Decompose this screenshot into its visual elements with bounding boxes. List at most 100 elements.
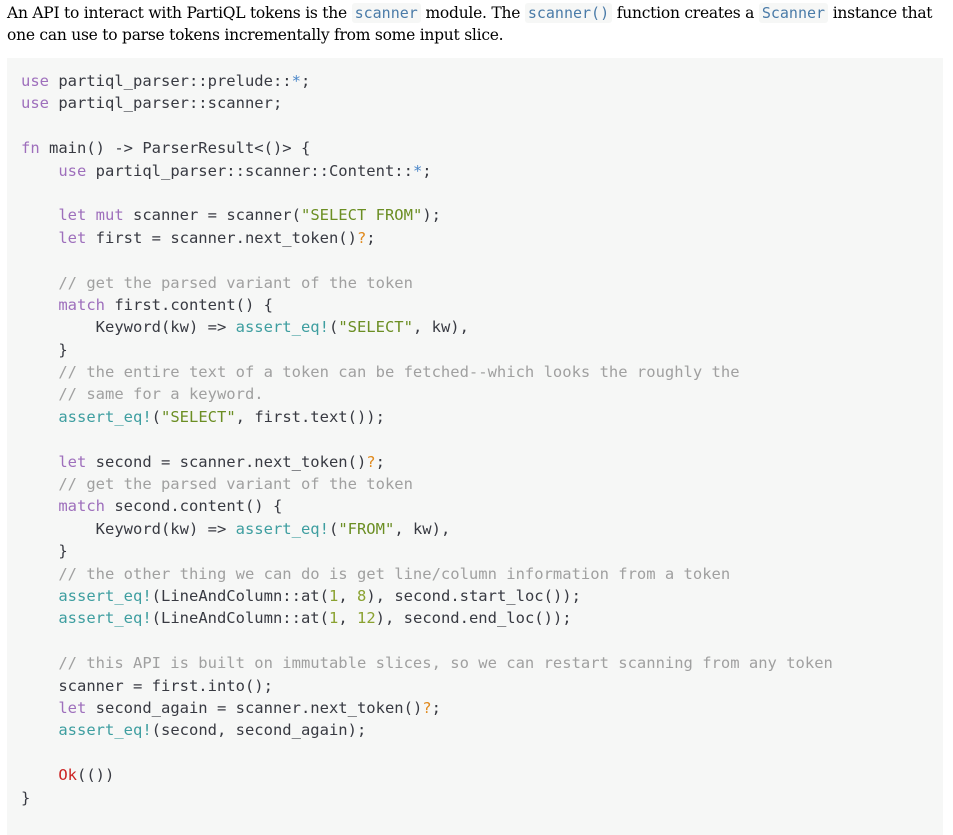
code-token: partiql_parser::scanner; xyxy=(49,94,283,113)
code-token: second = scanner.next_token() xyxy=(86,452,367,471)
code-token: scanner = scanner( xyxy=(123,206,301,225)
code-token: Ok xyxy=(58,766,77,785)
code-token: } xyxy=(21,340,68,359)
code-token: // same for a keyword. xyxy=(58,385,264,404)
code-token: assert_eq! xyxy=(58,609,152,628)
code-token: partiql_parser::scanner::Content:: xyxy=(86,161,413,180)
code-token: ; xyxy=(300,72,311,90)
code-token: } xyxy=(21,542,68,561)
intro-text-1: An API to interact with PartiQL tokens i… xyxy=(7,4,352,22)
code-token xyxy=(21,587,58,605)
code-token: 1 xyxy=(328,586,339,605)
intro-text-2: module. The xyxy=(420,4,525,22)
code-token: * xyxy=(412,161,423,180)
code-token: use xyxy=(58,161,87,180)
code-token: assert_eq! xyxy=(58,586,152,605)
code-token: Keyword(kw) => xyxy=(21,519,236,538)
code-token: (LineAndColumn::at( xyxy=(151,609,329,628)
intro-paragraph: An API to interact with PartiQL tokens i… xyxy=(7,2,947,46)
inline-code-scanner-module: scanner xyxy=(351,3,421,23)
code-line: assert_eq!(LineAndColumn::at(1, 12), sec… xyxy=(21,607,929,629)
code-token: second_again = scanner.next_token() xyxy=(86,698,423,717)
code-line: match second.content() { xyxy=(21,495,929,517)
code-token: 1 xyxy=(328,609,339,628)
code-line xyxy=(21,115,929,137)
code-line: // the other thing we can do is get line… xyxy=(21,563,929,585)
code-token: assert_eq! xyxy=(58,407,152,426)
code-token: partiql_parser::prelude:: xyxy=(49,72,292,90)
code-token: mut xyxy=(95,206,124,225)
code-token: "SELECT" xyxy=(161,407,236,426)
code-token: (LineAndColumn::at( xyxy=(151,586,329,605)
code-token xyxy=(21,497,58,515)
code-token: 12 xyxy=(356,609,376,628)
code-token: main() -> ParserResult<()> { xyxy=(39,139,311,158)
code-token: (()) xyxy=(77,766,115,785)
code-line: use partiql_parser::scanner::Content::*; xyxy=(21,160,929,182)
code-line: Ok(()) xyxy=(21,764,929,786)
code-token: ? xyxy=(356,228,367,247)
code-token: ( xyxy=(328,318,339,337)
intro-text-3: function creates a xyxy=(612,4,759,22)
code-token xyxy=(21,162,58,180)
code-token: // get the parsed variant of the token xyxy=(58,273,413,292)
code-token: // the other thing we can do is get line… xyxy=(58,564,731,583)
code-line: Keyword(kw) => assert_eq!("FROM", kw), xyxy=(21,518,929,540)
code-token: let xyxy=(58,452,87,471)
code-listing: use partiql_parser::prelude::*;use parti… xyxy=(21,70,929,809)
code-line: // the entire text of a token can be fet… xyxy=(21,361,929,383)
code-token: ( xyxy=(328,519,339,538)
code-token: let xyxy=(58,698,87,717)
code-line: let second_again = scanner.next_token()?… xyxy=(21,697,929,719)
code-token: // get the parsed variant of the token xyxy=(58,475,413,494)
code-token: , kw), xyxy=(394,519,451,538)
code-token: let xyxy=(58,206,87,225)
code-token: , kw), xyxy=(412,318,469,337)
code-token: ; xyxy=(422,161,432,180)
code-token xyxy=(21,766,58,784)
code-line: } xyxy=(21,339,929,361)
intro-text-4: instance that one can use to parse token… xyxy=(7,4,933,44)
code-token xyxy=(21,296,58,314)
code-token: Keyword(kw) => xyxy=(21,318,236,337)
code-token: ( xyxy=(151,407,161,426)
code-line xyxy=(21,742,929,764)
code-line: let mut scanner = scanner("SELECT FROM")… xyxy=(21,204,929,226)
code-line: // get the parsed variant of the token xyxy=(21,473,929,495)
code-token xyxy=(21,229,58,247)
code-token: ), second.end_loc()); xyxy=(375,609,572,628)
code-line: assert_eq!("SELECT", first.text()); xyxy=(21,406,929,428)
code-line: // this API is built on immutable slices… xyxy=(21,652,929,674)
code-line: } xyxy=(21,787,929,809)
code-line: fn main() -> ParserResult<()> { xyxy=(21,137,929,159)
code-token xyxy=(21,206,58,224)
code-line: assert_eq!(second, second_again); xyxy=(21,719,929,741)
code-block: use partiql_parser::prelude::*;use parti… xyxy=(7,58,943,835)
code-token xyxy=(21,609,58,627)
code-token: 8 xyxy=(356,586,367,605)
code-line: } xyxy=(21,540,929,562)
code-token: second.content() { xyxy=(105,497,283,516)
code-line: match first.content() { xyxy=(21,294,929,316)
code-token: ), second.start_loc()); xyxy=(366,586,581,605)
code-line: scanner = first.into(); xyxy=(21,675,929,697)
code-token: assert_eq! xyxy=(235,318,329,337)
code-token: first = scanner.next_token() xyxy=(86,228,357,247)
inline-code-scanner-type: Scanner xyxy=(758,3,829,23)
code-token: ); xyxy=(422,206,441,225)
code-line: use partiql_parser::scanner; xyxy=(21,92,929,114)
code-token: , xyxy=(338,586,357,605)
code-line: // same for a keyword. xyxy=(21,383,929,405)
code-token: ? xyxy=(366,452,376,471)
code-token xyxy=(21,699,58,717)
inline-code-scanner-fn: scanner() xyxy=(524,3,613,23)
code-token: ; xyxy=(366,228,376,247)
code-token xyxy=(21,654,58,672)
code-token: "SELECT" xyxy=(338,318,413,337)
code-line: use partiql_parser::prelude::*; xyxy=(21,70,929,92)
code-token: * xyxy=(291,72,301,90)
code-line: Keyword(kw) => assert_eq!("SELECT", kw), xyxy=(21,316,929,338)
code-token: "SELECT FROM" xyxy=(300,206,423,225)
code-token: ; xyxy=(375,452,385,471)
code-token xyxy=(86,206,95,224)
